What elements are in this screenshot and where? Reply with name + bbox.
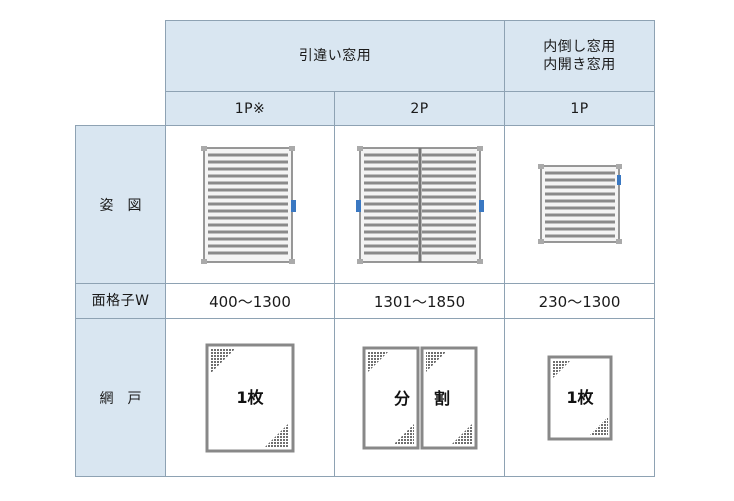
type-col1-label: 1P※ xyxy=(234,100,266,117)
row-label-screen: 網戸 xyxy=(75,318,166,477)
width-col2: 1301～1850 xyxy=(334,283,505,319)
screen-col3: 1枚 xyxy=(504,318,655,477)
width-col1-value: 400～1300 xyxy=(209,292,291,311)
screen-split-diagram: 分 割 xyxy=(362,346,477,449)
grille-inward-diagram xyxy=(537,163,622,244)
width-col2-value: 1301～1850 xyxy=(373,292,466,311)
row-label-width: 面格子W xyxy=(75,283,166,319)
figure-col3 xyxy=(504,125,655,284)
width-col3-value: 230～1300 xyxy=(538,292,621,311)
screen-single-diagram: 1枚 xyxy=(205,343,295,452)
row-label-figure: 姿図 xyxy=(75,125,166,284)
grille-1p-diagram xyxy=(201,145,296,264)
header-sliding-window: 引違い窓用 xyxy=(165,20,505,92)
screen-col1-label: 1枚 xyxy=(236,388,264,407)
row-label-figure-text: 姿図 xyxy=(99,197,156,214)
header-inward-open-label: 内開き窓用 xyxy=(543,57,616,73)
header-inward-window: 内倒し窓用 内開き窓用 xyxy=(504,20,655,92)
type-col1: 1P※ xyxy=(165,91,335,126)
grille-2p-diagram xyxy=(355,145,484,264)
screen-col3-label: 1枚 xyxy=(566,388,594,407)
screen-col2: 分 割 xyxy=(334,318,505,477)
width-col3: 230～1300 xyxy=(504,283,655,319)
row-label-width-text: 面格子W xyxy=(91,293,150,309)
row-label-screen-text: 網戸 xyxy=(99,390,156,407)
type-col3-label: 1P xyxy=(570,100,589,117)
type-col2-label: 2P xyxy=(410,100,429,117)
screen-col1: 1枚 xyxy=(165,318,335,477)
type-col2: 2P xyxy=(334,91,505,126)
figure-col2 xyxy=(334,125,505,284)
type-col3: 1P xyxy=(504,91,655,126)
screen-col2-right-label: 割 xyxy=(433,389,449,408)
width-col1: 400～1300 xyxy=(165,283,335,319)
figure-col1 xyxy=(165,125,335,284)
screen-small-diagram: 1枚 xyxy=(547,355,612,440)
header-sliding-window-label: 引違い窓用 xyxy=(298,48,372,64)
header-inward-tilt-label: 内倒し窓用 xyxy=(543,39,616,55)
screen-col2-left-label: 分 xyxy=(393,389,409,408)
